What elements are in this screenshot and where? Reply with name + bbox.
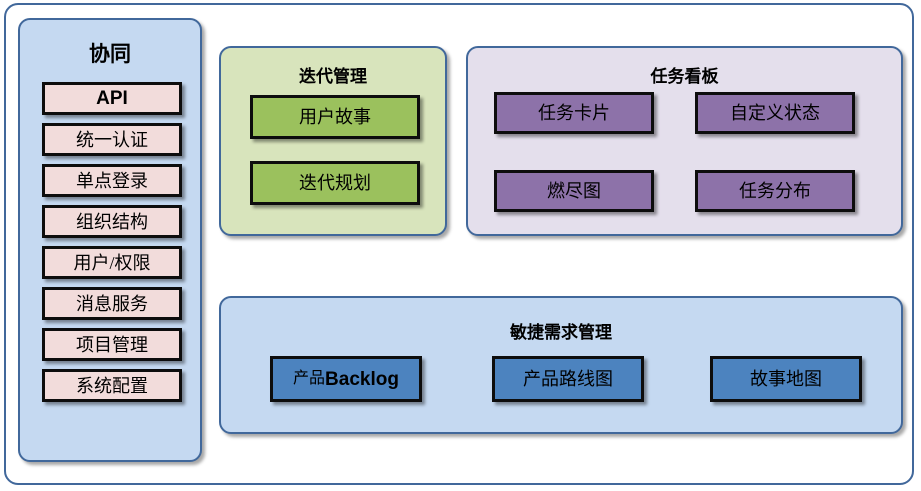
panel-agile-requirements-title: 敏捷需求管理 [510, 323, 612, 342]
node-iteration-planning[interactable]: 迭代规划 [250, 161, 420, 205]
panel-iteration-management[interactable]: 迭代管理 用户故事 迭代规划 [219, 46, 447, 236]
node-task-card[interactable]: 任务卡片 [494, 92, 654, 134]
node-story-map[interactable]: 故事地图 [710, 356, 862, 402]
sidebar-item-message-svc[interactable]: 消息服务 [42, 287, 182, 320]
node-custom-status[interactable]: 自定义状态 [695, 92, 855, 134]
node-product-roadmap[interactable]: 产品路线图 [492, 356, 644, 402]
panel-task-board[interactable]: 任务看板 任务卡片 自定义状态 燃尽图 任务分布 [466, 46, 903, 236]
sidebar-item-api[interactable]: API [42, 82, 182, 115]
sidebar-item-system-config[interactable]: 系统配置 [42, 369, 182, 402]
node-user-story[interactable]: 用户故事 [250, 95, 420, 139]
sidebar-item-org-structure[interactable]: 组织结构 [42, 205, 182, 238]
node-product-backlog-cjk: 产品 [293, 370, 326, 387]
node-product-backlog-latin: Backlog [325, 368, 399, 390]
panel-task-board-title: 任务看板 [650, 67, 719, 86]
sidebar-item-user-perms[interactable]: 用户/权限 [42, 246, 182, 279]
sidebar-item-project-mgmt[interactable]: 项目管理 [42, 328, 182, 361]
sidebar-item-unified-auth[interactable]: 统一认证 [42, 123, 182, 156]
panel-iteration-management-title: 迭代管理 [299, 67, 367, 86]
node-burndown-chart[interactable]: 燃尽图 [494, 170, 654, 212]
panel-collaboration-title: 协同 [89, 43, 131, 66]
node-task-distribution[interactable]: 任务分布 [695, 170, 855, 212]
sidebar-item-sso[interactable]: 单点登录 [42, 164, 182, 197]
panel-collaboration[interactable]: 协同 API 统一认证 单点登录 组织结构 用户/权限 消息服务 项目管理 系统… [18, 18, 202, 462]
